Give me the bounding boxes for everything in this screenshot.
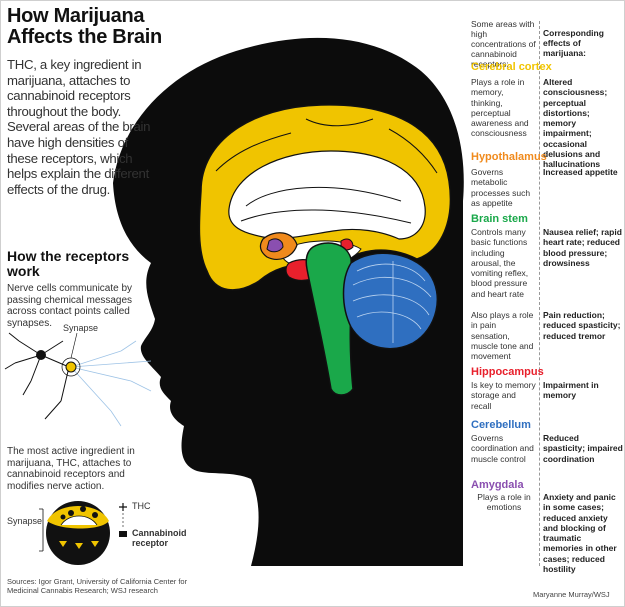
cerebellum-shape bbox=[342, 252, 438, 350]
amygdala-shape bbox=[266, 238, 284, 253]
thc-legend-label: THC bbox=[132, 501, 151, 511]
page-title: How Marijuana Affects the Brain bbox=[7, 5, 162, 48]
region-name-hypothalamus: Hypothalamus bbox=[471, 151, 547, 163]
thc-symbol-icon bbox=[119, 503, 127, 511]
left-column-header: Some areas with high concentrations of c… bbox=[471, 19, 536, 69]
region-desc-hippocampus: Is key to memory storage and recall bbox=[471, 380, 536, 411]
region-desc-amygdala: Plays a role in emotions bbox=[477, 492, 531, 513]
region-effect-cerebellum: Reduced spasticity; impaired coordinatio… bbox=[543, 433, 623, 464]
region-effect-amygdala: Anxiety and panic in some cases; reduced… bbox=[543, 492, 617, 575]
receptors-heading: How the receptors work bbox=[7, 248, 130, 279]
region-name-cerebral-cortex: Cerebral cortex bbox=[471, 61, 552, 73]
receptor-legend-label: Cannabinoid receptor bbox=[132, 528, 187, 548]
brain-stem-shape bbox=[305, 242, 354, 396]
region-desc-brain-stem-2: Also plays a role in pain sensation, mus… bbox=[471, 310, 534, 362]
intro-text: THC, a key ingredient in marijuana, atta… bbox=[7, 57, 151, 197]
nerve-cells-text: Nerve cells communicate by passing chemi… bbox=[7, 283, 133, 329]
region-desc-cerebral-cortex: Plays a role in memory, thinking, percep… bbox=[471, 77, 529, 139]
right-column-header: Corresponding effects of marijuana: bbox=[543, 28, 604, 58]
region-desc-brain-stem: Controls many basic functions including … bbox=[471, 227, 529, 299]
credit-text: Maryanne Murray/WSJ bbox=[533, 590, 610, 599]
synapse-label-2: Synapse bbox=[7, 516, 43, 526]
region-desc-hypothalamus: Governs metabolic processes such as appe… bbox=[471, 167, 531, 208]
region-name-amygdala: Amygdala bbox=[471, 479, 524, 491]
thc-synapse-diagram bbox=[39, 501, 127, 565]
region-name-hippocampus: Hippocampus bbox=[471, 366, 544, 378]
region-desc-cerebellum: Governs coordination and muscle control bbox=[471, 433, 534, 464]
synapse-label: Synapse bbox=[63, 323, 99, 333]
region-name-brain-stem: Brain stem bbox=[471, 213, 528, 225]
region-effect-brain-stem-2: Pain reduction; reduced spasticity; redu… bbox=[543, 310, 621, 341]
region-effect-cerebral-cortex: Altered consciousness; perceptual distor… bbox=[543, 77, 608, 170]
region-effect-hippocampus: Impairment in memory bbox=[543, 380, 599, 401]
column-divider bbox=[539, 21, 540, 566]
sources-text: Sources: Igor Grant, University of Calif… bbox=[7, 577, 188, 595]
region-name-cerebellum: Cerebellum bbox=[471, 419, 531, 431]
receptor-symbol-icon bbox=[119, 531, 127, 537]
region-effect-brain-stem: Nausea relief; rapid heart rate; reduced… bbox=[543, 227, 622, 268]
thc-text: The most active ingredient in marijuana,… bbox=[7, 446, 135, 492]
region-effect-hypothalamus: Increased appetite bbox=[543, 167, 618, 177]
nerve-cells-diagram bbox=[4, 332, 152, 427]
